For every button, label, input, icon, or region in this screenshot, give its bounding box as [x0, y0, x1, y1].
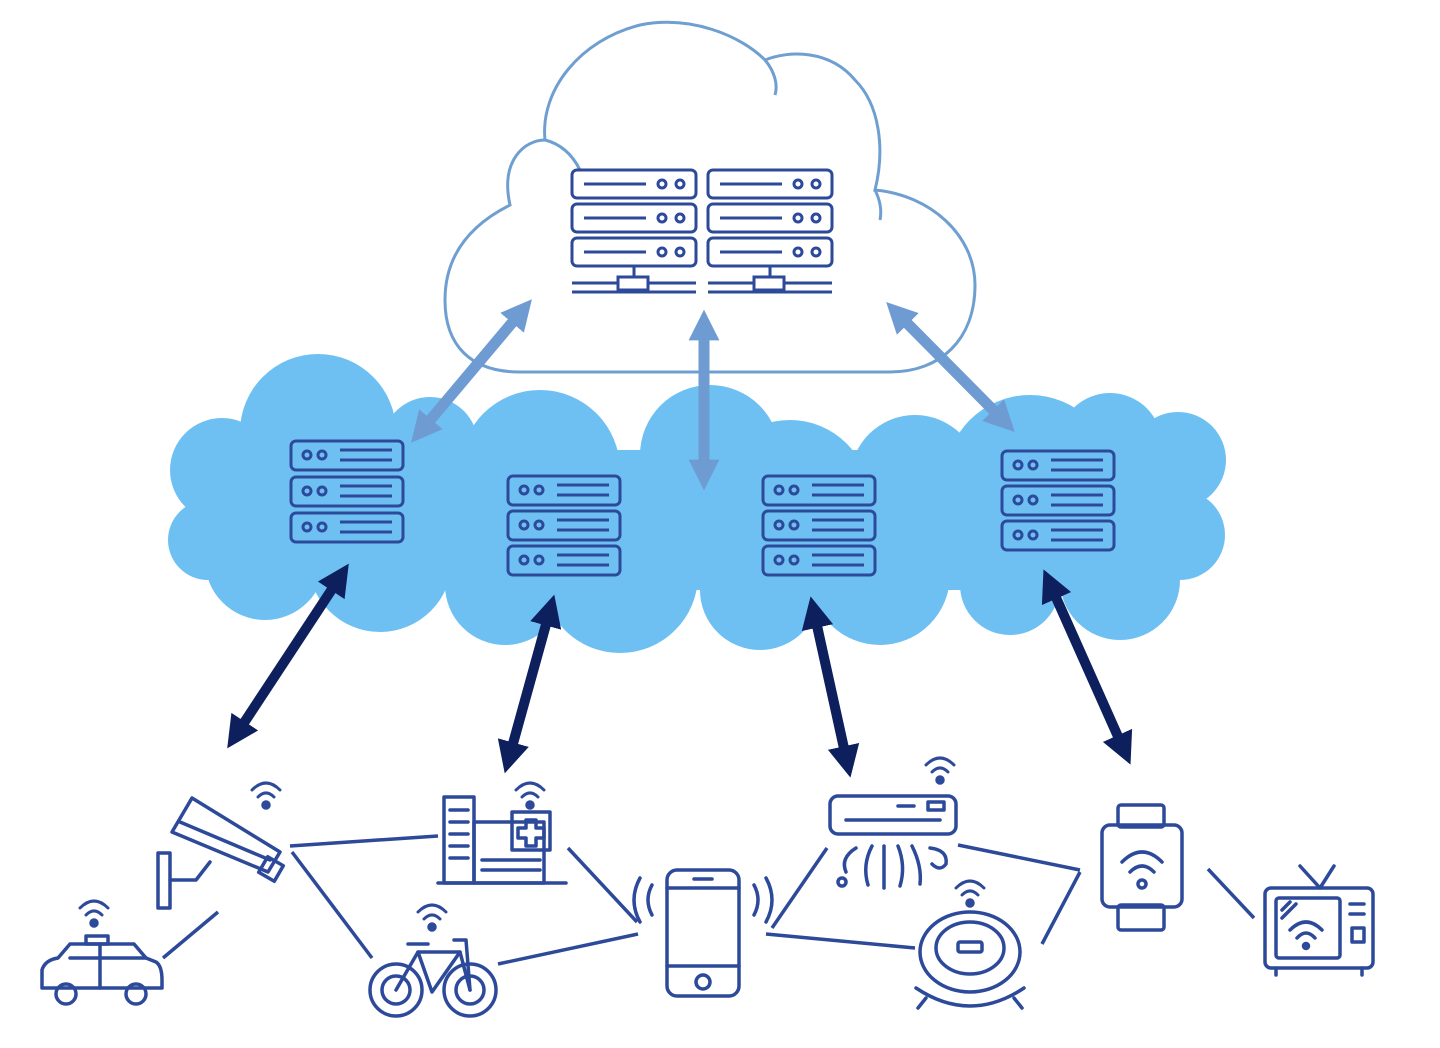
- robot-vacuum-icon: [914, 879, 1026, 1010]
- smart-tv-icon: [1263, 864, 1375, 977]
- smartwatch-icon: [1100, 803, 1184, 932]
- cloud-fog-arrow-left: [411, 299, 532, 443]
- cloud-server-rack-left: [570, 168, 698, 294]
- fog-server-3: [761, 474, 877, 577]
- hospital-building-icon: [436, 781, 568, 885]
- cloud-fog-arrows: [411, 299, 1015, 491]
- air-conditioner-icon: [828, 756, 958, 890]
- cloud-fog-arrow-right: [886, 302, 1015, 432]
- fog-device-arrow-2: [497, 594, 562, 774]
- fog-layer: [168, 354, 1226, 653]
- taxi-icon: [40, 899, 164, 1006]
- security-camera-icon: [156, 781, 286, 910]
- fog-server-1: [289, 439, 405, 544]
- fog-device-arrow-1: [227, 563, 349, 749]
- cloud-layer: [443, 20, 977, 374]
- fog-server-2: [506, 474, 622, 577]
- fog-device-arrow-3: [801, 596, 860, 778]
- fog-device-arrows: [227, 563, 1133, 778]
- cloud-server-rack-right: [706, 168, 834, 294]
- smartphone-icon: [632, 868, 774, 998]
- device-layer: [40, 756, 1375, 1018]
- device-links: [161, 834, 1256, 966]
- fog-server-4: [1000, 449, 1116, 552]
- fog-device-arrow-4: [1041, 569, 1133, 765]
- bicycle-icon: [368, 903, 498, 1018]
